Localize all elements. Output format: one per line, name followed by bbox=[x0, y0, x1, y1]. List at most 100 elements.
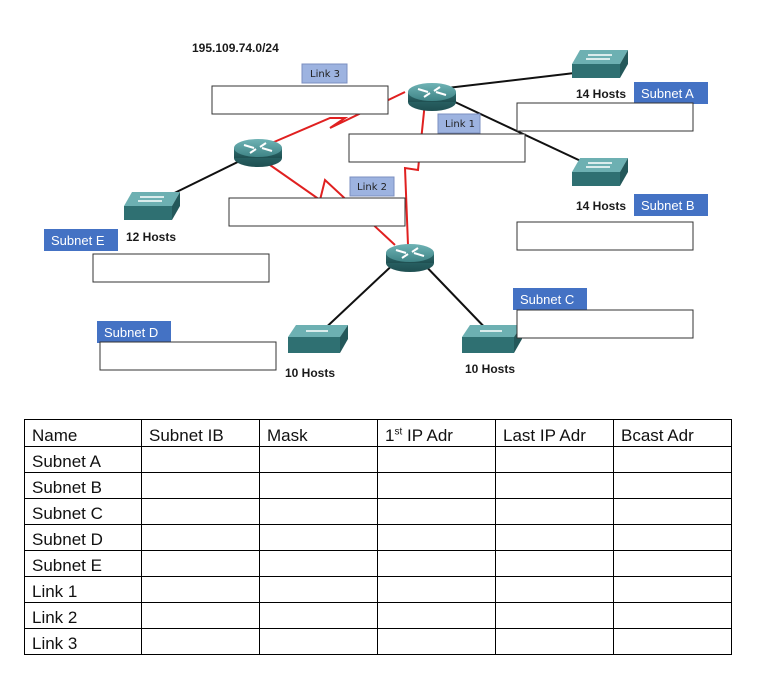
table-cell[interactable] bbox=[141, 472, 260, 499]
switch-d-icon bbox=[288, 325, 348, 353]
table-row: Subnet D bbox=[24, 524, 732, 551]
subnet-a-answer-box[interactable] bbox=[516, 102, 694, 132]
subnet-e-answer-box[interactable] bbox=[92, 253, 270, 283]
table-cell[interactable] bbox=[377, 550, 496, 577]
subnet-b-answer-box[interactable] bbox=[516, 221, 694, 251]
table-cell[interactable] bbox=[259, 498, 378, 525]
router-left-icon bbox=[234, 139, 282, 167]
table-cell[interactable] bbox=[495, 628, 614, 655]
table-cell[interactable] bbox=[495, 446, 614, 473]
subnet-b-label-text: Subnet B bbox=[641, 198, 695, 213]
link-3-label-text: Link 3 bbox=[310, 69, 340, 80]
subnet-c-label-text: Subnet C bbox=[520, 292, 574, 307]
table-cell[interactable] bbox=[141, 550, 260, 577]
table-cell[interactable] bbox=[377, 524, 496, 551]
table-cell[interactable] bbox=[613, 446, 732, 473]
table-cell[interactable] bbox=[613, 576, 732, 603]
header-first-ip: 1st IP Adr bbox=[377, 419, 496, 447]
table-row: Subnet E bbox=[24, 550, 732, 577]
link-1-answer-box[interactable] bbox=[348, 133, 526, 163]
table-cell[interactable] bbox=[377, 472, 496, 499]
table-cell[interactable] bbox=[613, 472, 732, 499]
router-top-icon bbox=[408, 83, 456, 111]
switch-a-icon bbox=[572, 50, 628, 78]
subnet-a-label-text: Subnet A bbox=[641, 86, 694, 101]
table-cell[interactable] bbox=[495, 524, 614, 551]
table-cell[interactable] bbox=[259, 602, 378, 629]
row-label: Subnet D bbox=[24, 524, 142, 551]
wan-link-1 bbox=[403, 101, 426, 246]
link-1-label: Link 1 bbox=[437, 113, 481, 134]
subnet-a-label: Subnet A bbox=[634, 82, 708, 104]
subnet-d-answer-box[interactable] bbox=[99, 341, 277, 371]
table-cell[interactable] bbox=[377, 576, 496, 603]
table-cell[interactable] bbox=[377, 446, 496, 473]
table-cell[interactable] bbox=[141, 524, 260, 551]
table-cell[interactable] bbox=[141, 576, 260, 603]
subnet-c-hosts: 10 Hosts bbox=[465, 362, 515, 376]
lan-link-r1-switch-b bbox=[439, 94, 601, 171]
header-first-ip-text: IP Adr bbox=[402, 426, 453, 445]
network-topology-diagram: 195.109.74.0/24 bbox=[44, 41, 708, 380]
table-cell[interactable] bbox=[613, 498, 732, 525]
subnet-b-label: Subnet B bbox=[634, 194, 708, 216]
table-cell[interactable] bbox=[495, 550, 614, 577]
table-cell[interactable] bbox=[613, 550, 732, 577]
table-cell[interactable] bbox=[259, 576, 378, 603]
table-cell[interactable] bbox=[259, 446, 378, 473]
table-cell[interactable] bbox=[259, 524, 378, 551]
subnet-c-label: Subnet C bbox=[513, 288, 587, 310]
switch-e-icon bbox=[124, 192, 180, 220]
table-cell[interactable] bbox=[377, 498, 496, 525]
table-cell[interactable] bbox=[613, 602, 732, 629]
subnet-a-hosts: 14 Hosts bbox=[576, 87, 626, 101]
link-3-answer-box[interactable] bbox=[211, 85, 389, 115]
subnet-d-label-text: Subnet D bbox=[104, 325, 158, 340]
table-cell[interactable] bbox=[141, 602, 260, 629]
link-2-label: Link 2 bbox=[349, 176, 395, 197]
subnet-d-label: Subnet D bbox=[97, 321, 171, 343]
table-row: Subnet B bbox=[24, 472, 732, 499]
header-mask: Mask bbox=[259, 419, 378, 447]
table-cell[interactable] bbox=[495, 576, 614, 603]
table-cell[interactable] bbox=[495, 602, 614, 629]
table-cell[interactable] bbox=[613, 524, 732, 551]
switch-b-icon bbox=[572, 158, 628, 186]
link-2-label-text: Link 2 bbox=[357, 182, 387, 193]
table-row: Link 3 bbox=[24, 628, 732, 655]
table-cell[interactable] bbox=[613, 628, 732, 655]
subnet-e-label: Subnet E bbox=[44, 229, 118, 251]
row-label: Subnet E bbox=[24, 550, 142, 577]
header-name: Name bbox=[24, 419, 142, 447]
table-cell[interactable] bbox=[259, 628, 378, 655]
row-label: Subnet B bbox=[24, 472, 142, 499]
table-cell[interactable] bbox=[377, 628, 496, 655]
subnet-c-answer-box[interactable] bbox=[516, 309, 694, 339]
subnet-e-hosts: 12 Hosts bbox=[126, 230, 176, 244]
table-row: Subnet A bbox=[24, 446, 732, 473]
table-cell[interactable] bbox=[141, 446, 260, 473]
row-label: Link 1 bbox=[24, 576, 142, 603]
row-label: Subnet A bbox=[24, 446, 142, 473]
row-label: Link 2 bbox=[24, 602, 142, 629]
wan-link-3 bbox=[259, 91, 406, 149]
table-header-row: Name Subnet IB Mask 1st IP Adr Last IP A… bbox=[24, 419, 732, 447]
header-first-ip-number: 1 bbox=[385, 426, 395, 445]
table-cell[interactable] bbox=[495, 498, 614, 525]
table-row: Link 1 bbox=[24, 576, 732, 603]
header-subnet: Subnet IB bbox=[141, 419, 260, 447]
subnet-e-label-text: Subnet E bbox=[51, 233, 105, 248]
table-cell[interactable] bbox=[377, 602, 496, 629]
table-cell[interactable] bbox=[141, 498, 260, 525]
table-cell[interactable] bbox=[259, 550, 378, 577]
table-row: Link 2 bbox=[24, 602, 732, 629]
table-cell[interactable] bbox=[141, 628, 260, 655]
subnet-d-hosts: 10 Hosts bbox=[285, 366, 335, 380]
link-2-answer-box[interactable] bbox=[228, 197, 406, 227]
link-1-label-text: Link 1 bbox=[445, 119, 475, 130]
lan-link-r1-switch-a bbox=[429, 69, 601, 91]
table-cell[interactable] bbox=[495, 472, 614, 499]
row-label: Subnet C bbox=[24, 498, 142, 525]
subnet-b-hosts: 14 Hosts bbox=[576, 199, 626, 213]
table-cell[interactable] bbox=[259, 472, 378, 499]
